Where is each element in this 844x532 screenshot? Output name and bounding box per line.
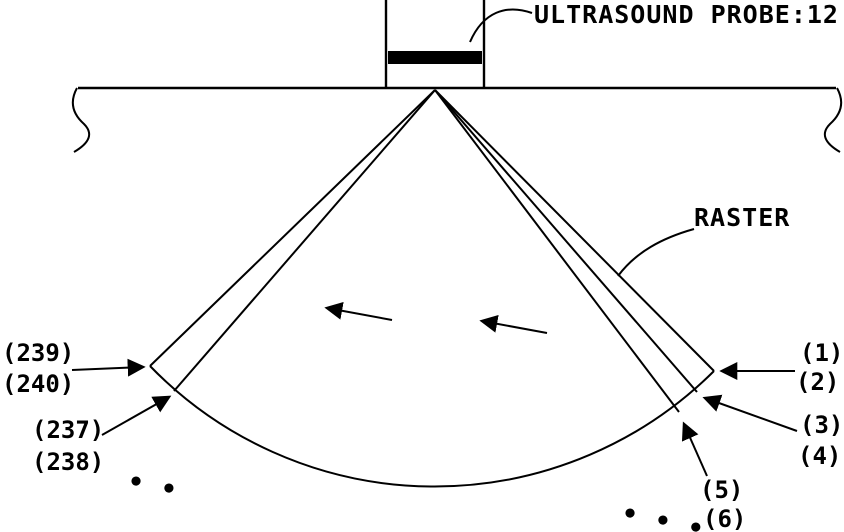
label-raster-4: (4): [798, 442, 842, 470]
probe-transducer-bar: [388, 51, 482, 64]
ultrasound-probe-label: ULTRASOUND PROBE:12: [534, 0, 839, 29]
scan-arrow-icon: [324, 301, 392, 320]
leader-lines: [470, 10, 694, 276]
label-raster-239: (239): [2, 339, 75, 367]
surface-line: [73, 88, 841, 152]
arrow-239-240: [72, 358, 146, 377]
ultrasound-probe: [386, 0, 484, 88]
raster-number-arrows: [72, 358, 797, 476]
raster-line-left-inner: [174, 90, 435, 391]
raster-line-right-mid: [435, 90, 697, 392]
left-break-mark: [73, 88, 89, 152]
label-raster-6: (6): [703, 505, 747, 532]
raster-line-right-outer: [435, 90, 714, 371]
right-break-mark: [825, 88, 841, 152]
scan-direction-arrows: [324, 301, 547, 333]
arrow-237-238: [102, 395, 172, 435]
label-raster-240: (240): [2, 370, 75, 398]
raster-lines: [150, 90, 714, 487]
label-raster-238: (238): [32, 448, 105, 476]
label-raster-237: (237): [32, 416, 105, 444]
raster-line-left-outer: [150, 90, 435, 366]
arrow-5-6: [681, 421, 707, 476]
raster-label-leader: [618, 229, 694, 276]
label-raster-3: (3): [800, 411, 844, 439]
scan-arrow-icon: [479, 314, 547, 333]
label-raster-2: (2): [796, 368, 840, 396]
label-raster-1: (1): [800, 339, 844, 367]
raster-label: RASTER: [694, 203, 791, 232]
probe-label-leader: [470, 10, 532, 42]
label-raster-5: (5): [700, 476, 744, 504]
arrow-3-4: [702, 394, 797, 431]
raster-line-right-inner: [435, 90, 679, 412]
sector-arc: [150, 366, 714, 487]
